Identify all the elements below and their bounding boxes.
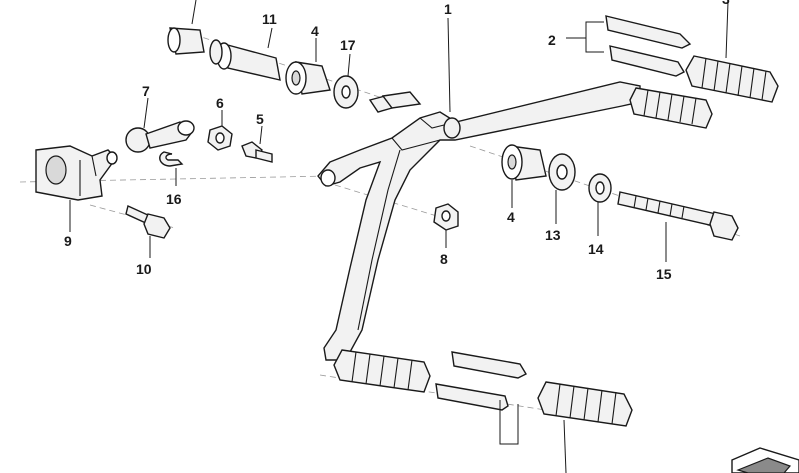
nut-8[interactable]	[433, 203, 459, 231]
washer-17[interactable]	[333, 75, 359, 109]
washer-13[interactable]	[548, 153, 576, 191]
screw-5[interactable]	[241, 141, 273, 163]
callout-2-bracket	[499, 21, 604, 445]
bolt-15[interactable]	[617, 191, 739, 241]
callout-9: 9	[64, 233, 72, 249]
nut-6[interactable]	[207, 125, 233, 151]
bushing-4-top[interactable]	[285, 61, 331, 95]
clamp-9[interactable]	[35, 145, 118, 201]
callout-13: 13	[545, 227, 561, 243]
leader-lines	[69, 0, 729, 473]
foot-peg-rubber-top[interactable]	[685, 55, 779, 103]
callout-16: 16	[166, 191, 182, 207]
callout-7: 7	[142, 83, 150, 99]
callout-10: 10	[136, 261, 152, 277]
corner-logo-icon	[731, 447, 799, 473]
callout-4-top: 4	[311, 23, 319, 39]
foot-peg-rubber-lower-left[interactable]	[333, 349, 431, 393]
callout-labels: 1 2 3 4 4 5 6 7 8 9 10 11 13 14 15 16 17	[64, 0, 730, 282]
callout-8: 8	[440, 251, 448, 267]
callout-1: 1	[444, 1, 452, 17]
callout-17: 17	[340, 37, 356, 53]
callout-5: 5	[256, 111, 264, 127]
callout-4-lower: 4	[507, 209, 515, 225]
callout-15: 15	[656, 266, 672, 282]
ball-joint-7[interactable]	[125, 120, 195, 153]
sleeve-top[interactable]	[167, 27, 205, 55]
clip-16[interactable]	[159, 151, 184, 167]
rubber-bar[interactable]	[435, 15, 692, 411]
foot-peg-rubber-lever[interactable]	[629, 87, 713, 129]
bushing-4-lower[interactable]	[501, 144, 547, 181]
foot-peg-rubber-lower-right[interactable]	[537, 381, 633, 427]
bolt-10[interactable]	[125, 205, 171, 239]
callout-14: 14	[588, 241, 604, 257]
callout-3: 3	[722, 0, 730, 7]
washer-14[interactable]	[588, 173, 612, 203]
bushing-11[interactable]	[209, 39, 281, 81]
callout-6: 6	[216, 95, 224, 111]
callout-11: 11	[262, 11, 277, 27]
callout-2: 2	[548, 32, 556, 48]
shift-lever[interactable]	[317, 81, 641, 361]
